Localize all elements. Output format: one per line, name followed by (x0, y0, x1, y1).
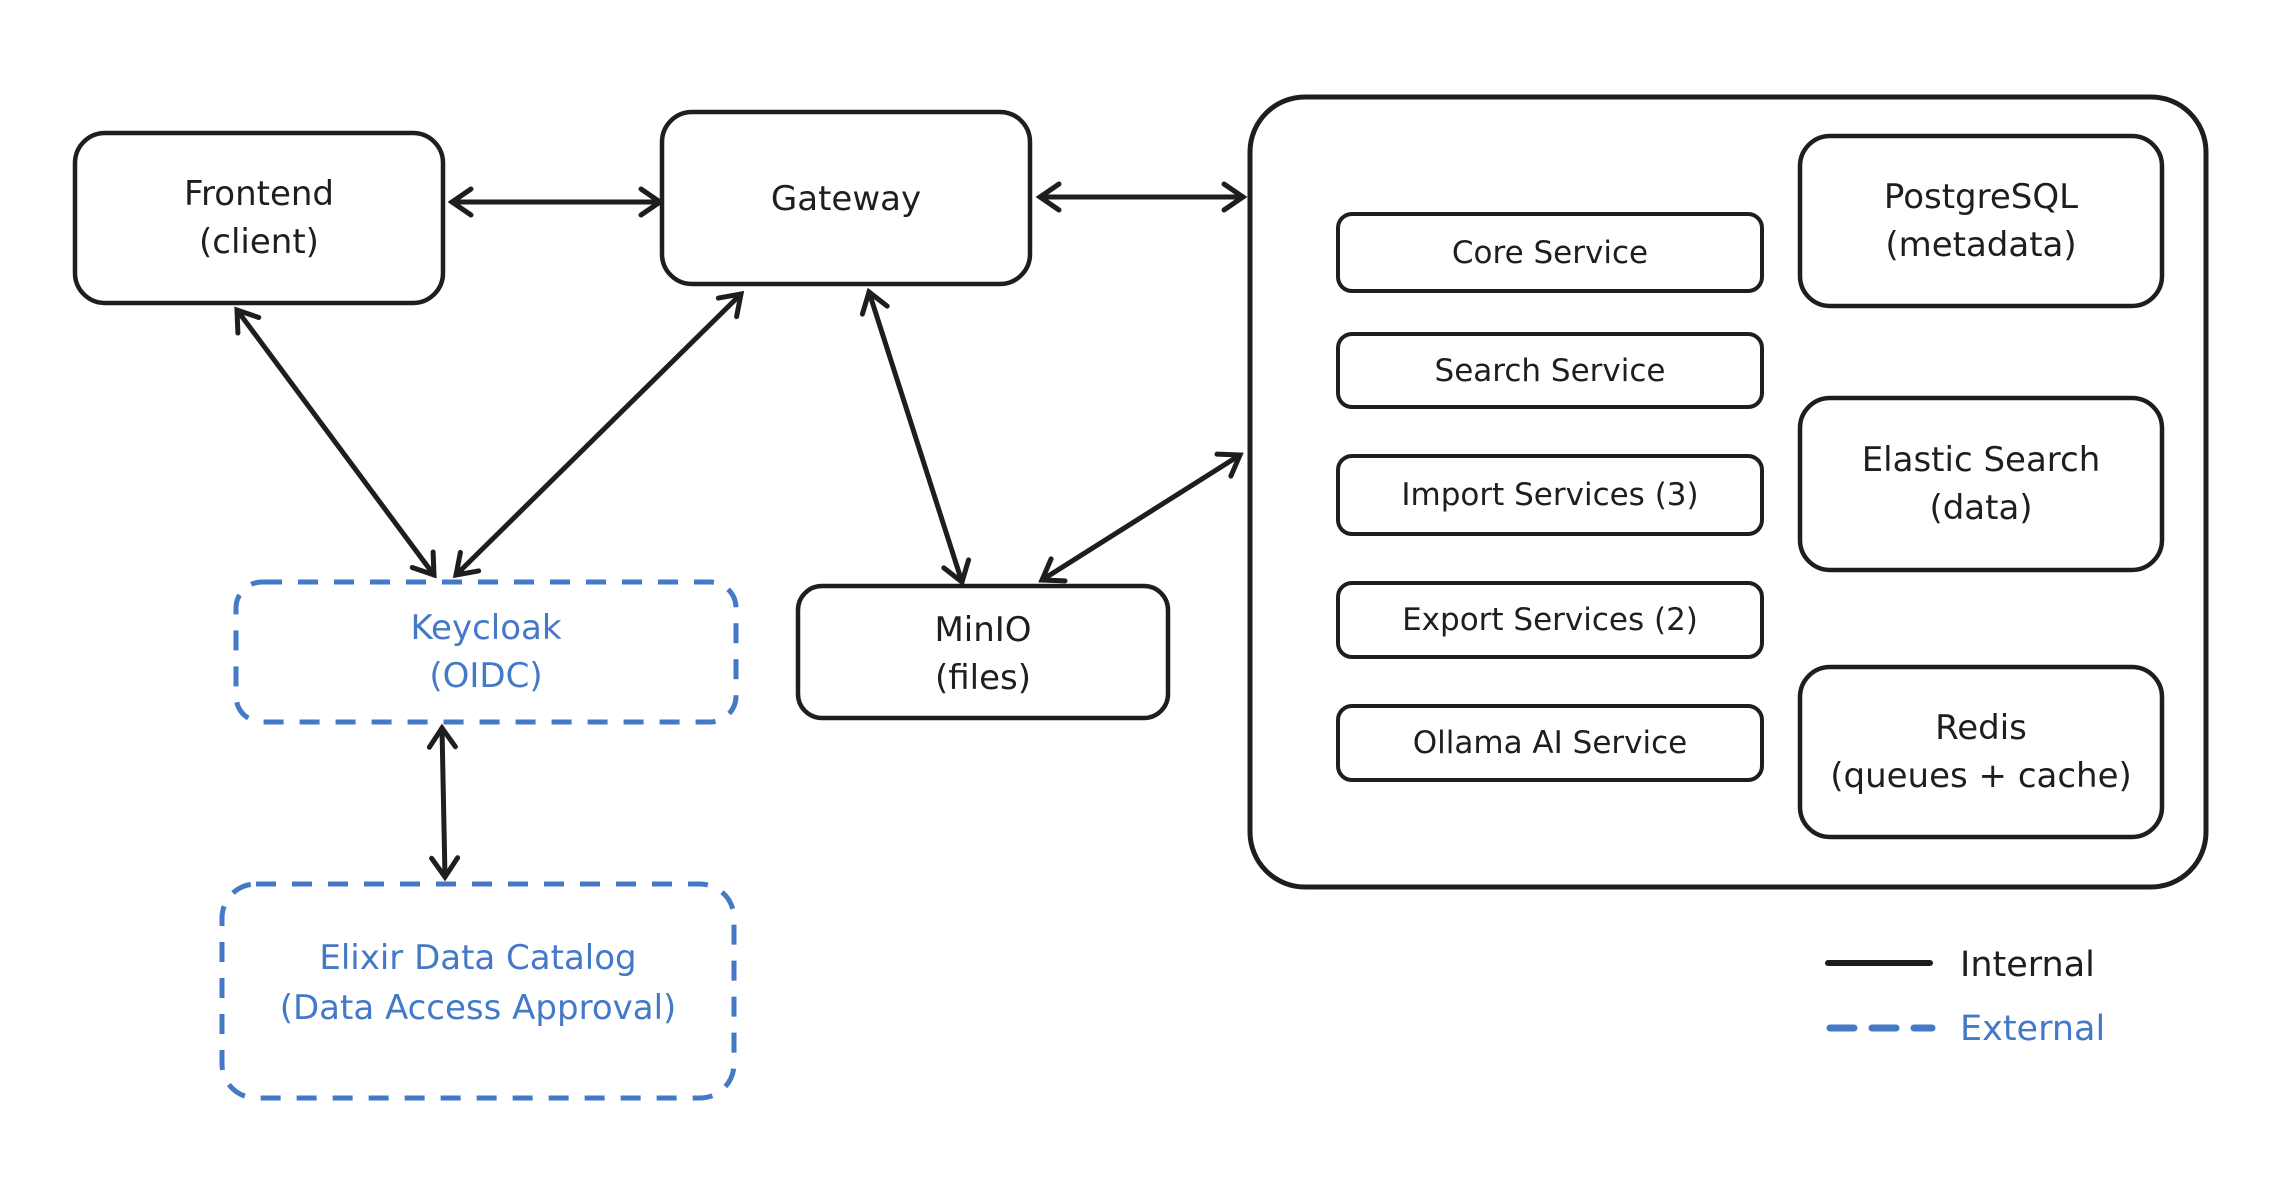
legend-internal-label: Internal (1960, 945, 2095, 985)
edge-frontend-keycloak (234, 306, 437, 579)
service-row-core: Core Service (1336, 212, 1764, 293)
gateway-label: Gateway (771, 179, 921, 219)
keycloak-label-line2: (OIDC) (429, 656, 542, 696)
frontend-label-line2: (client) (199, 222, 319, 262)
export-services-label: Export Services (2) (1402, 602, 1698, 638)
minio-label-line1: MinIO (934, 610, 1031, 650)
datastore-elasticsearch: Elastic Search (data) (1797, 395, 2165, 573)
redis-label-line1: Redis (1935, 708, 2027, 748)
elixir-data-catalog-box (219, 881, 737, 1101)
minio-label-line2: (files) (935, 658, 1031, 698)
datastore-redis: Redis (queues + cache) (1797, 664, 2165, 840)
ollama-ai-service-label: Ollama AI Service (1413, 725, 1687, 761)
postgresql-label-line2: (metadata) (1885, 225, 2076, 265)
search-service-box (1336, 332, 1764, 409)
elasticsearch-label-line1: Elastic Search (1862, 440, 2101, 480)
elixir-label-line2: (Data Access Approval) (280, 988, 677, 1028)
edge-keycloak-elixir (426, 723, 461, 882)
gateway-node: Gateway (659, 109, 1033, 287)
postgresql-label-line1: PostgreSQL (1884, 177, 2078, 217)
edges (234, 181, 1248, 882)
elixir-data-catalog-node: Elixir Data Catalog (Data Access Approva… (219, 881, 737, 1101)
import-services-label: Import Services (3) (1401, 477, 1698, 513)
minio-box (795, 583, 1171, 721)
minio-node: MinIO (files) (795, 583, 1171, 721)
frontend-label-line1: Frontend (184, 174, 334, 214)
elasticsearch-box (1797, 395, 2165, 573)
import-services-box (1336, 454, 1764, 536)
keycloak-box (233, 579, 739, 725)
redis-box (1797, 664, 2165, 840)
edge-gateway-keycloak (452, 290, 745, 579)
export-services-box (1336, 581, 1764, 659)
core-service-box (1336, 212, 1764, 293)
postgresql-box (1797, 133, 2165, 309)
service-row-export: Export Services (2) (1336, 581, 1764, 659)
service-row-import: Import Services (3) (1336, 454, 1764, 536)
gateway-box (659, 109, 1033, 287)
legend-external-label: External (1960, 1009, 2105, 1049)
legend: Internal External (1825, 945, 2105, 1049)
keycloak-label-line1: Keycloak (410, 608, 561, 648)
core-service-label: Core Service (1452, 235, 1648, 271)
datastore-postgresql: PostgreSQL (metadata) (1797, 133, 2165, 309)
elasticsearch-label-line2: (data) (1929, 488, 2032, 528)
service-row-ollama: Ollama AI Service (1336, 704, 1764, 782)
edge-gateway-minio (859, 287, 972, 587)
search-service-label: Search Service (1435, 353, 1666, 389)
edge-minio-cluster (1038, 451, 1244, 584)
keycloak-node: Keycloak (OIDC) (233, 579, 739, 725)
ollama-ai-service-box (1336, 704, 1764, 782)
frontend-box (72, 130, 446, 306)
elixir-label-line1: Elixir Data Catalog (319, 938, 636, 978)
redis-label-line2: (queues + cache) (1830, 756, 2132, 796)
services-cluster: Core Service Search Service Import Servi… (1247, 94, 2209, 890)
frontend-node: Frontend (client) (72, 130, 446, 306)
service-row-search: Search Service (1336, 332, 1764, 409)
